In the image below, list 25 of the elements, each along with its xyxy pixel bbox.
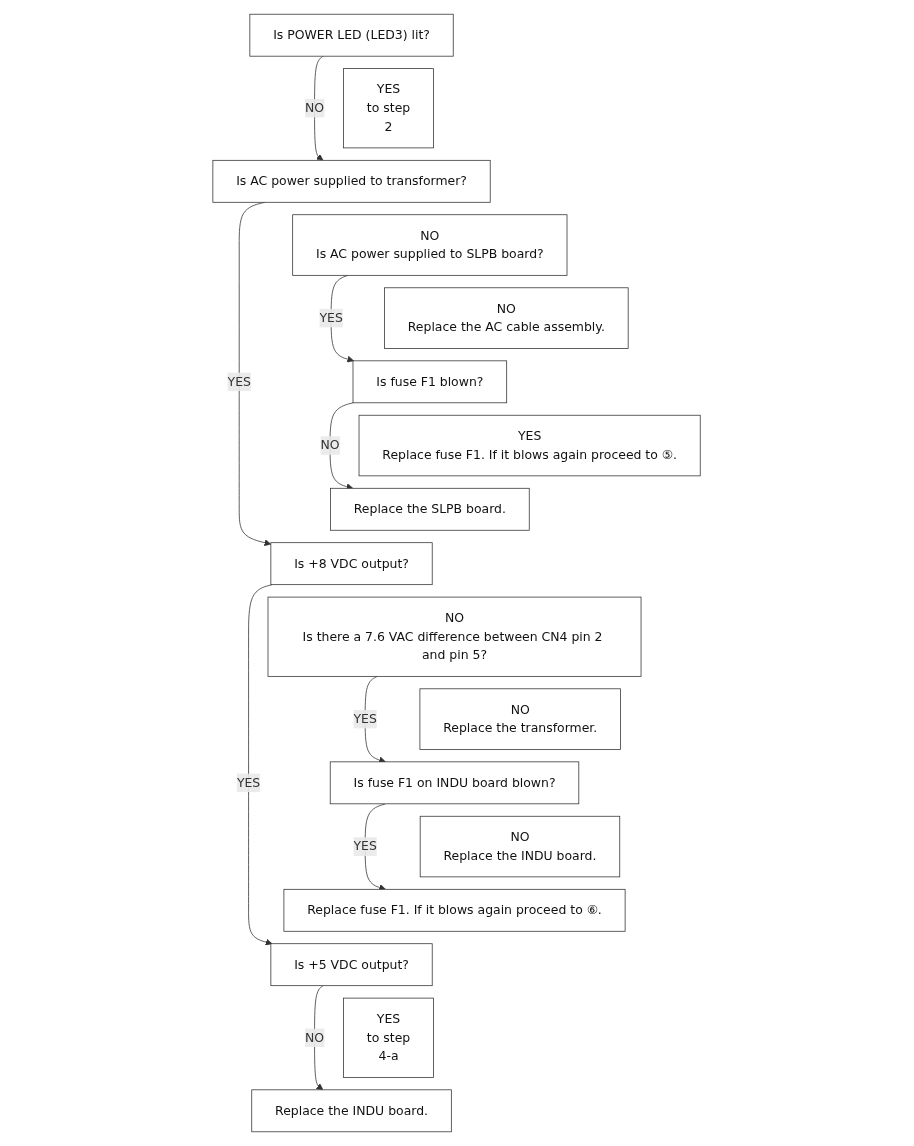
node-box: Is fuse F1 blown? bbox=[353, 360, 508, 404]
node-box: NO Replace the transformer. bbox=[419, 688, 622, 750]
edge-label: YES bbox=[353, 838, 378, 854]
node-box: Is +8 VDC output? bbox=[270, 542, 434, 586]
edge-label: YES bbox=[227, 374, 252, 389]
edge-label: NO bbox=[305, 1029, 325, 1045]
node-box: Is POWER LED (LED3) lit? bbox=[249, 13, 455, 57]
node-box: YES Replace fuse F1. If it blows again proceed to ⑤. bbox=[359, 414, 702, 477]
node-box: Replace the INDU board. bbox=[251, 1089, 453, 1133]
node-box: NO Replace the INDU board. bbox=[420, 815, 621, 878]
edge-label: YES bbox=[319, 310, 344, 326]
node-box: Is +5 VDC output? bbox=[270, 943, 434, 987]
node-box: NO Is there a 7.6 VAC difference between CN4 pin 2 and pin 5? bbox=[268, 596, 642, 677]
node-box: YES to step 4-a bbox=[343, 997, 435, 1078]
node-box: NO Is AC power supplied to SLPB board? bbox=[292, 214, 568, 276]
node-box: Replace fuse F1. If it blows again proceed to ⑥. bbox=[284, 888, 626, 932]
edge-label: YES bbox=[353, 711, 378, 727]
node-box: Replace the SLPB board. bbox=[330, 487, 531, 531]
node-box: YES to step 2 bbox=[343, 68, 435, 149]
edge-label: YES bbox=[237, 775, 261, 790]
node-box: Is AC power supplied to transformer? bbox=[212, 159, 492, 203]
node-box: NO Replace the AC cable assembly. bbox=[384, 287, 629, 349]
edge-label: NO bbox=[320, 437, 341, 453]
node-box: Is fuse F1 on INDU board blown? bbox=[330, 761, 580, 805]
edge-label: NO bbox=[305, 100, 325, 116]
